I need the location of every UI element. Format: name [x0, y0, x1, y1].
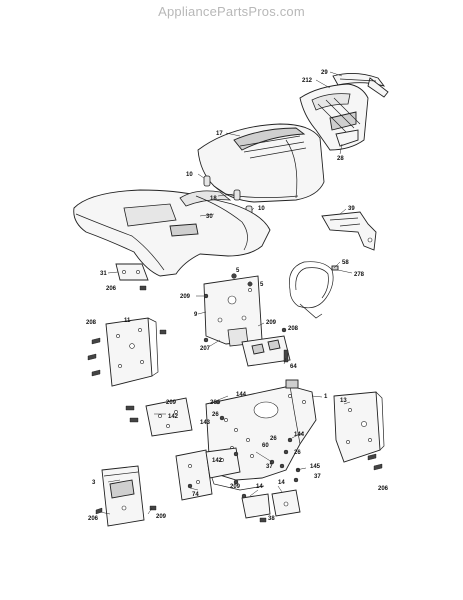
callout-212: 212 [302, 78, 313, 84]
callout-208: 208 [288, 326, 299, 332]
callout-58: 58 [342, 260, 349, 266]
callout-39: 39 [348, 206, 355, 212]
callout-38: 38 [268, 516, 275, 522]
part-9-steering-plate[interactable] [203, 273, 263, 347]
part-30-fender-deck[interactable] [73, 189, 271, 277]
callout-5: 5 [260, 282, 264, 288]
callout-209: 209 [156, 514, 167, 520]
callout-209: 209 [230, 484, 241, 490]
callout-10: 10 [186, 172, 193, 178]
callout-278: 278 [354, 272, 365, 278]
callout-31: 31 [100, 271, 107, 277]
callout-37: 37 [314, 474, 321, 480]
callout-14: 14 [278, 480, 285, 486]
callout-1: 1 [324, 394, 328, 400]
callout-labels: 29 212 17 28 10 18 10 30 39 31 206 5 5 5… [86, 70, 389, 522]
callout-9: 9 [194, 312, 198, 318]
callout-26: 26 [270, 436, 277, 442]
part-11-side-panel-left[interactable] [87, 317, 167, 387]
part-142-bracket-upper[interactable] [125, 397, 193, 437]
callout-142: 142 [168, 414, 179, 420]
part-39-bracket[interactable] [321, 211, 377, 251]
part-58-wire-harness[interactable] [288, 261, 339, 319]
callout-209: 209 [266, 320, 277, 326]
callout-3: 3 [92, 480, 96, 486]
part-31-bracket[interactable] [115, 263, 149, 291]
callout-206: 206 [378, 486, 389, 492]
callout-143: 143 [200, 420, 211, 426]
callout-30: 30 [206, 214, 213, 220]
part-64-control-bracket[interactable] [241, 335, 291, 367]
callout-37: 37 [266, 464, 273, 470]
callout-208: 208 [86, 320, 97, 326]
callout-142: 142 [212, 458, 223, 464]
callout-60: 60 [262, 443, 269, 449]
part-29-trim-strip[interactable] [332, 73, 389, 98]
callout-144: 144 [294, 432, 305, 438]
callout-11: 11 [124, 318, 131, 324]
callout-17: 17 [216, 131, 223, 137]
part-14-hitch-bracket[interactable] [241, 489, 301, 523]
callout-145: 145 [310, 464, 321, 470]
callout-64: 64 [290, 364, 297, 370]
part-142-bracket-lower[interactable] [175, 447, 241, 501]
callout-28: 28 [337, 156, 344, 162]
callout-206: 206 [88, 516, 99, 522]
site-watermark: AppliancePartsPros.com [158, 4, 305, 19]
callout-209: 209 [166, 400, 177, 406]
callout-144: 144 [236, 392, 247, 398]
callout-29: 29 [321, 70, 328, 76]
callout-207: 207 [200, 346, 211, 352]
part-13-side-panel-right[interactable] [333, 391, 385, 471]
part-212-grille[interactable] [299, 83, 369, 151]
callout-26: 26 [210, 400, 217, 406]
callout-74: 74 [192, 492, 199, 498]
part-3-front-panel[interactable] [95, 465, 157, 527]
callout-209: 209 [180, 294, 191, 300]
leader-lines [99, 71, 353, 515]
callout-13: 13 [340, 398, 347, 404]
part-17-hood[interactable] [197, 123, 325, 203]
callout-10: 10 [258, 206, 265, 212]
callout-206: 206 [106, 286, 117, 292]
callout-5: 5 [236, 268, 240, 274]
callout-26: 26 [212, 412, 219, 418]
callout-18: 18 [210, 196, 217, 202]
callout-26: 26 [294, 450, 301, 456]
callout-14: 14 [256, 484, 263, 490]
